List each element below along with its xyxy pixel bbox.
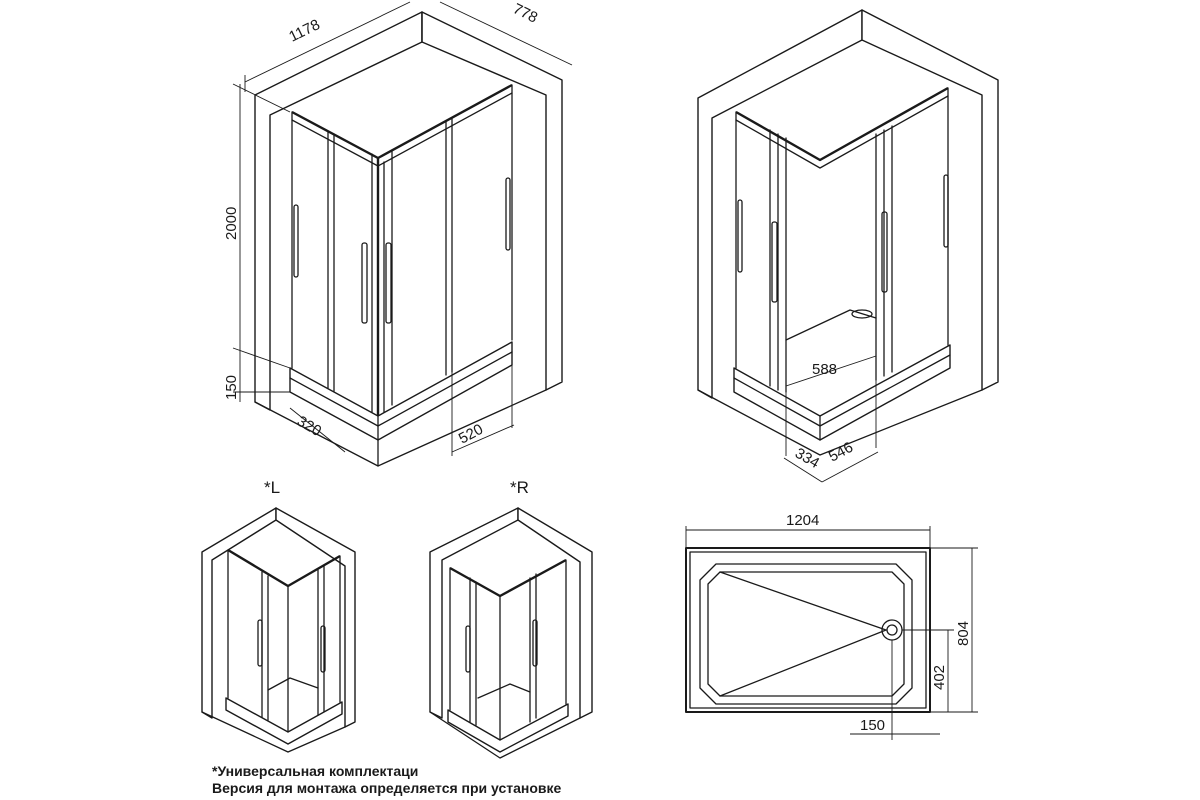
- note-universal-kit: *Универсальная комплектаци: [212, 763, 419, 779]
- dim-tray-width-label: 804: [955, 621, 972, 646]
- dim-tray-length-label: 1204: [786, 512, 819, 529]
- variant-r-view: *R: [429, 478, 593, 759]
- dim-inner-short-label: 334: [792, 445, 822, 472]
- dim-drain-edge-label: 402: [931, 665, 948, 690]
- door-handle-right: [385, 242, 392, 324]
- dim-depth-label: 778: [510, 0, 540, 26]
- dim-entry-long-label: 520: [456, 421, 486, 448]
- note-mounting-version: Версия для монтажа определяется при уста…: [212, 780, 562, 796]
- tray-plan-view: 1204 804 402 150: [685, 512, 978, 740]
- dim-tray-height-label: 150: [223, 375, 240, 400]
- top-frame: [291, 83, 513, 160]
- door-handle-left: [361, 242, 368, 324]
- back-wall-right: [421, 11, 563, 391]
- dim-inner-width-label: 588: [812, 361, 837, 378]
- open-doors-isometric-view: 588 334 546: [697, 9, 999, 483]
- variant-r-label: *R: [510, 478, 529, 497]
- back-wall-left: [254, 11, 423, 411]
- main-isometric-view: 1178 778 2000 150 320 520: [223, 0, 573, 467]
- variant-l-view: *L: [201, 478, 356, 753]
- dim-drain-side-label: 150: [860, 717, 885, 734]
- dim-height-label: 2000: [223, 207, 240, 240]
- variant-l-label: *L: [264, 478, 280, 497]
- dim-width-label: 1178: [286, 16, 322, 45]
